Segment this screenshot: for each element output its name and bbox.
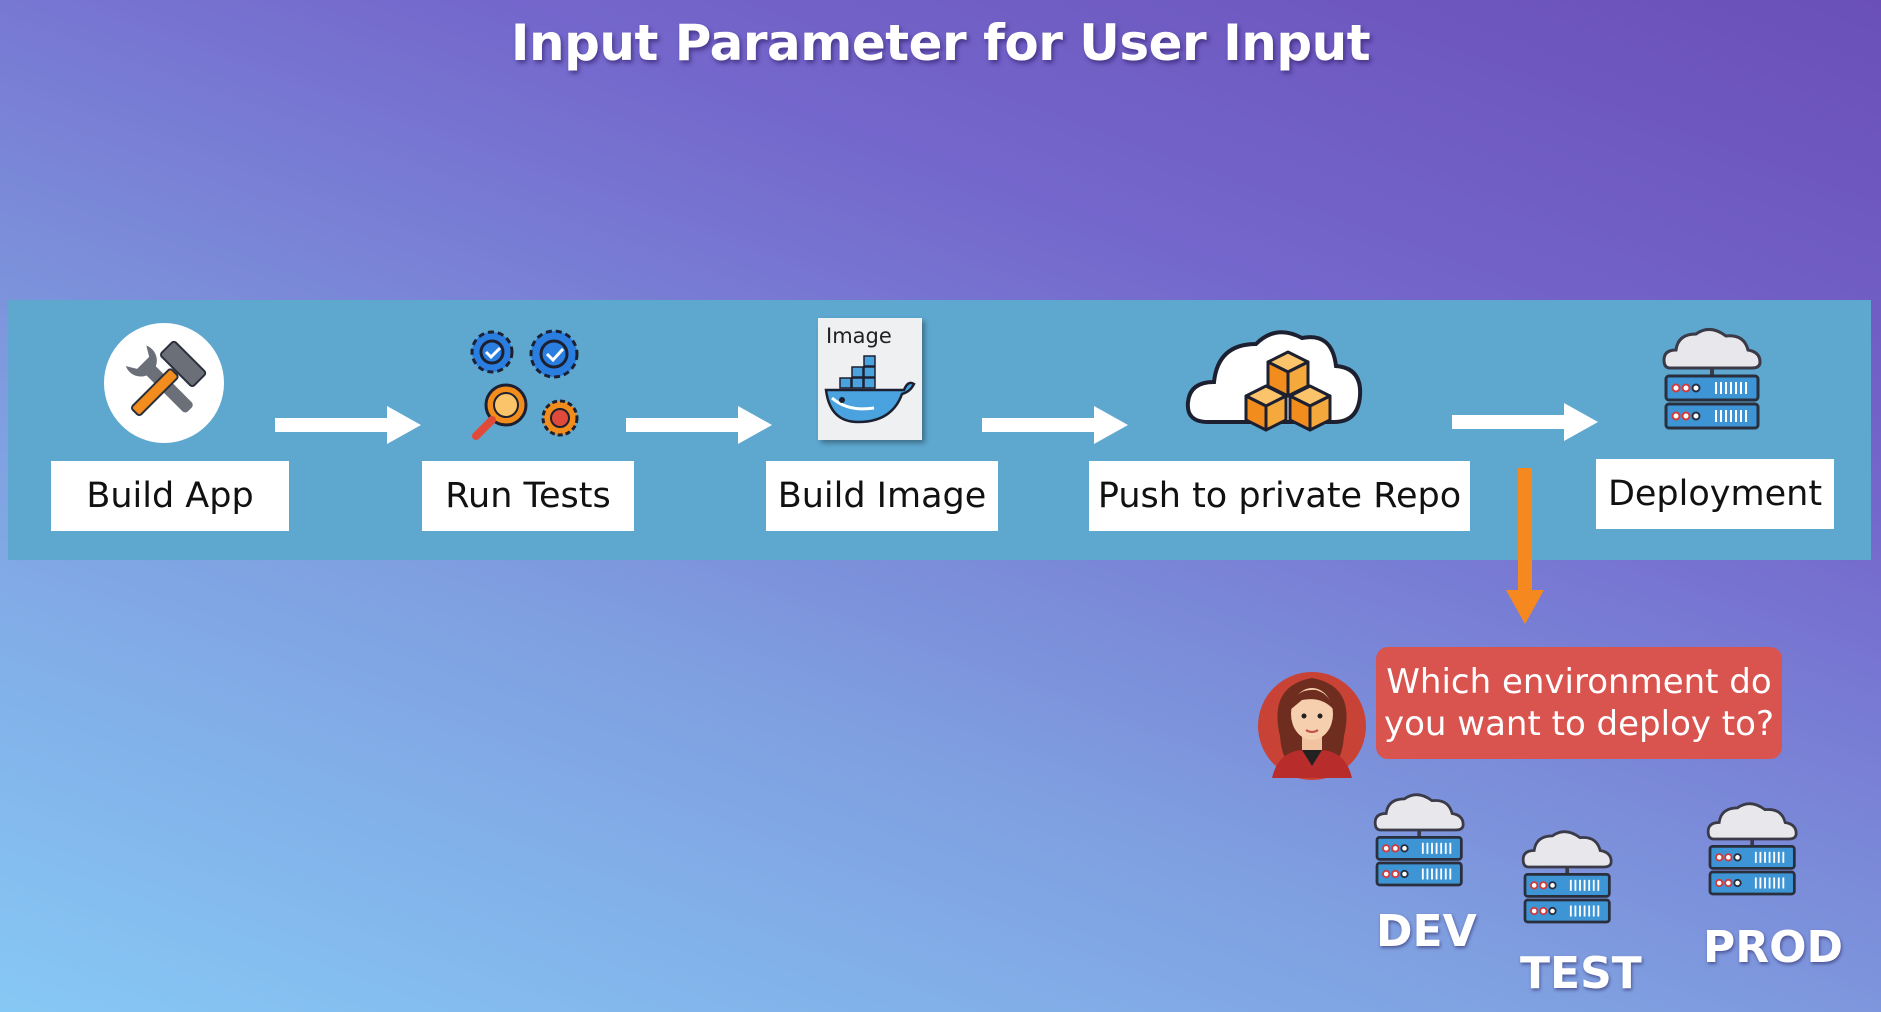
decision-arrow [1506,468,1544,624]
prompt-line-1: Which environment do [1386,662,1772,702]
prompt-bubble: Which environment do you want to deploy … [1376,647,1782,759]
user-avatar-icon [1258,666,1366,782]
env-label-dev: DEV [1376,906,1477,957]
docker-image-icon: Image [818,318,922,440]
page-title: Input Parameter for User Input [510,14,1371,72]
prod-server-icon [1706,801,1798,896]
image-icon-text: Image [826,324,892,348]
cloud-boxes-icon [1184,322,1364,454]
test-server-icon [1521,829,1613,924]
step-label-run-tests: Run Tests [422,461,634,531]
step-label-build-image: Build Image [766,461,998,531]
dev-server-icon [1373,792,1465,887]
env-label-test: TEST [1520,948,1642,999]
cloud-server-icon [1662,327,1762,430]
prompt-line-2: you want to deploy to? [1384,704,1774,744]
step-label-push-repo: Push to private Repo [1089,461,1470,531]
gears-magnifier-icon [466,325,584,443]
env-label-prod: PROD [1703,922,1844,973]
flow-arrow-3 [982,406,1128,444]
step-label-deployment: Deployment [1596,459,1834,529]
flow-arrow-1 [275,406,421,444]
flow-arrow-4 [1452,403,1598,441]
hammer-wrench-icon [103,322,225,444]
flow-arrow-2 [626,406,772,444]
step-label-build-app: Build App [51,461,289,531]
